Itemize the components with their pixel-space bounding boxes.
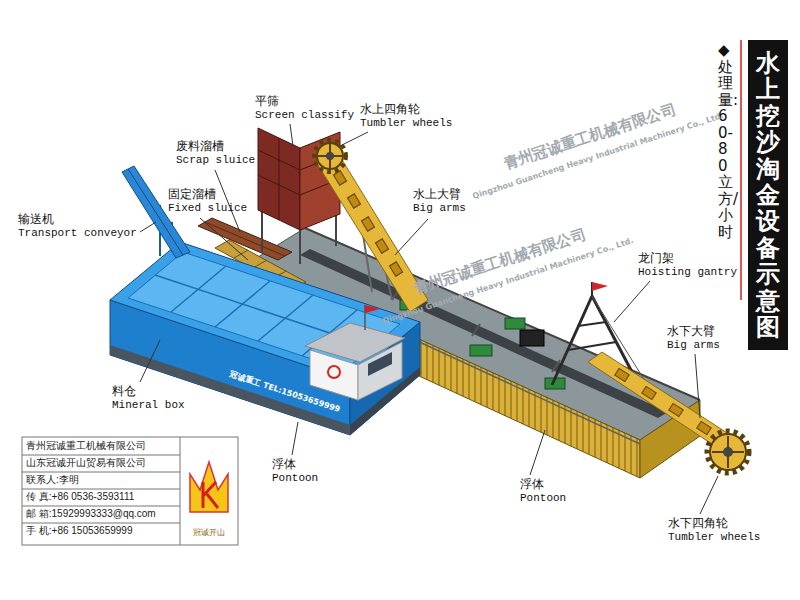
part-label: 平筛 [255,95,279,109]
leader-line [200,218,248,260]
hoisting-gantry [568,342,616,350]
part-label: 固定溜槽 [168,188,216,202]
contact-info: 山东冠诚开山贸易有限公司 [26,457,146,469]
leader-line [140,222,156,232]
part-label-english: Big arms [413,202,466,215]
upper-tumbler-wheel [326,152,334,160]
lower-tumbler-wheel [707,431,749,473]
part-label: 水下大臂 [667,325,715,339]
upper-arm [361,217,374,231]
part-label-english: Hoisting gantry [638,266,737,279]
leader-line [290,124,293,146]
lower-arm [669,403,683,416]
part-label-english: Transport conveyor [18,227,137,240]
part-label-english: Pontoon [272,472,318,485]
leader-line [695,354,700,418]
upper-arm [316,150,428,312]
part-label: 水下四角轮 [668,517,728,531]
company-logo [190,462,228,512]
part-label: 浮体 [520,478,544,492]
part-label-english: Tumbler wheels [668,531,760,544]
contact-panel [22,437,238,545]
contact-info: 联系人:李明 [26,474,79,486]
motor [400,300,565,389]
leader-line [292,422,298,455]
logo-text: 冠诚开山 [193,528,225,537]
part-label-english: Scrap sluice [176,154,255,167]
cabin [310,350,358,400]
leader-line [700,476,718,514]
company-logo [203,482,218,508]
contact-panel [22,523,180,524]
screen-tower [279,138,280,220]
leader-line [215,170,240,232]
contact-panel [22,455,180,456]
upper-arm [375,239,388,253]
part-label-english: Big arms [667,339,720,352]
lower-arm [615,368,629,381]
upper-tumbler-wheel [314,140,346,172]
motor [520,330,544,346]
part-label-english: Pontoon [520,492,566,505]
part-label-english: Screen classify [255,109,354,122]
upper-arm [347,194,360,208]
lower-tumbler-wheel [707,431,749,473]
contact-panel [22,437,238,545]
upper-arm [389,262,402,276]
part-label: 龙门架 [638,252,674,266]
barge-hull [110,242,420,435]
contact-panel [22,506,180,507]
hoisting-gantry [578,322,606,326]
title-text: 水上挖沙淘金设备示意图 [756,50,780,340]
contact-info: 传 真:+86 0536-3593111 [26,491,134,503]
hoisting-gantry [552,296,592,385]
cabin [365,305,380,313]
contact-panel [180,437,181,545]
pontoon-platform [472,324,480,336]
screen-tower [258,128,300,230]
lower-arm [642,386,656,399]
title-accent-line [741,40,742,300]
cabin [328,366,340,378]
hoisting-gantry [592,282,608,291]
hoisting-gantry [592,296,660,405]
leader-line [614,281,650,322]
part-label: 废料溜槽 [176,140,224,154]
part-label: 水上大臂 [413,188,461,202]
company-logo [190,462,228,512]
contact-info: 邮 箱:15929993333@qq.com [26,508,156,520]
leader-line [140,340,160,382]
title-panel: 水上挖沙淘金设备示意图 [748,40,788,350]
part-label: 水上四角轮 [360,103,420,117]
motor [505,318,525,329]
part-label-english: Tumbler wheels [360,117,452,130]
contact-panel [22,472,180,473]
lower-tumbler-wheel [710,434,746,470]
part-label: 输送机 [18,213,54,227]
title-accent-line [740,40,742,300]
upper-tumbler-wheel [317,143,343,169]
lower-tumbler-wheel [723,447,733,457]
cabin [368,352,392,376]
motor [470,345,492,356]
leader-line [340,132,368,146]
contact-info: 手 机:+86 15053659999 [26,525,132,537]
lower-arm [697,421,711,434]
capacity-note: ◆处理量:60-80立方/小时 [718,42,733,240]
upper-arm [333,171,346,185]
contact-panel [22,489,180,490]
upper-tumbler-wheel [314,140,346,172]
part-label: 浮体 [272,458,296,472]
upper-arm [316,150,428,312]
contact-info: 青州冠诚重工机械有限公司 [26,440,146,452]
hull-marking: 冠诚重工 TEL:15053659999 [229,370,341,414]
cabin [358,342,402,400]
part-label: 料仓 [112,385,136,399]
part-label-english: Mineral box [112,399,185,412]
leader-line [395,219,428,255]
leader-line [530,430,545,475]
part-label-english: Fixed sluice [168,202,247,215]
